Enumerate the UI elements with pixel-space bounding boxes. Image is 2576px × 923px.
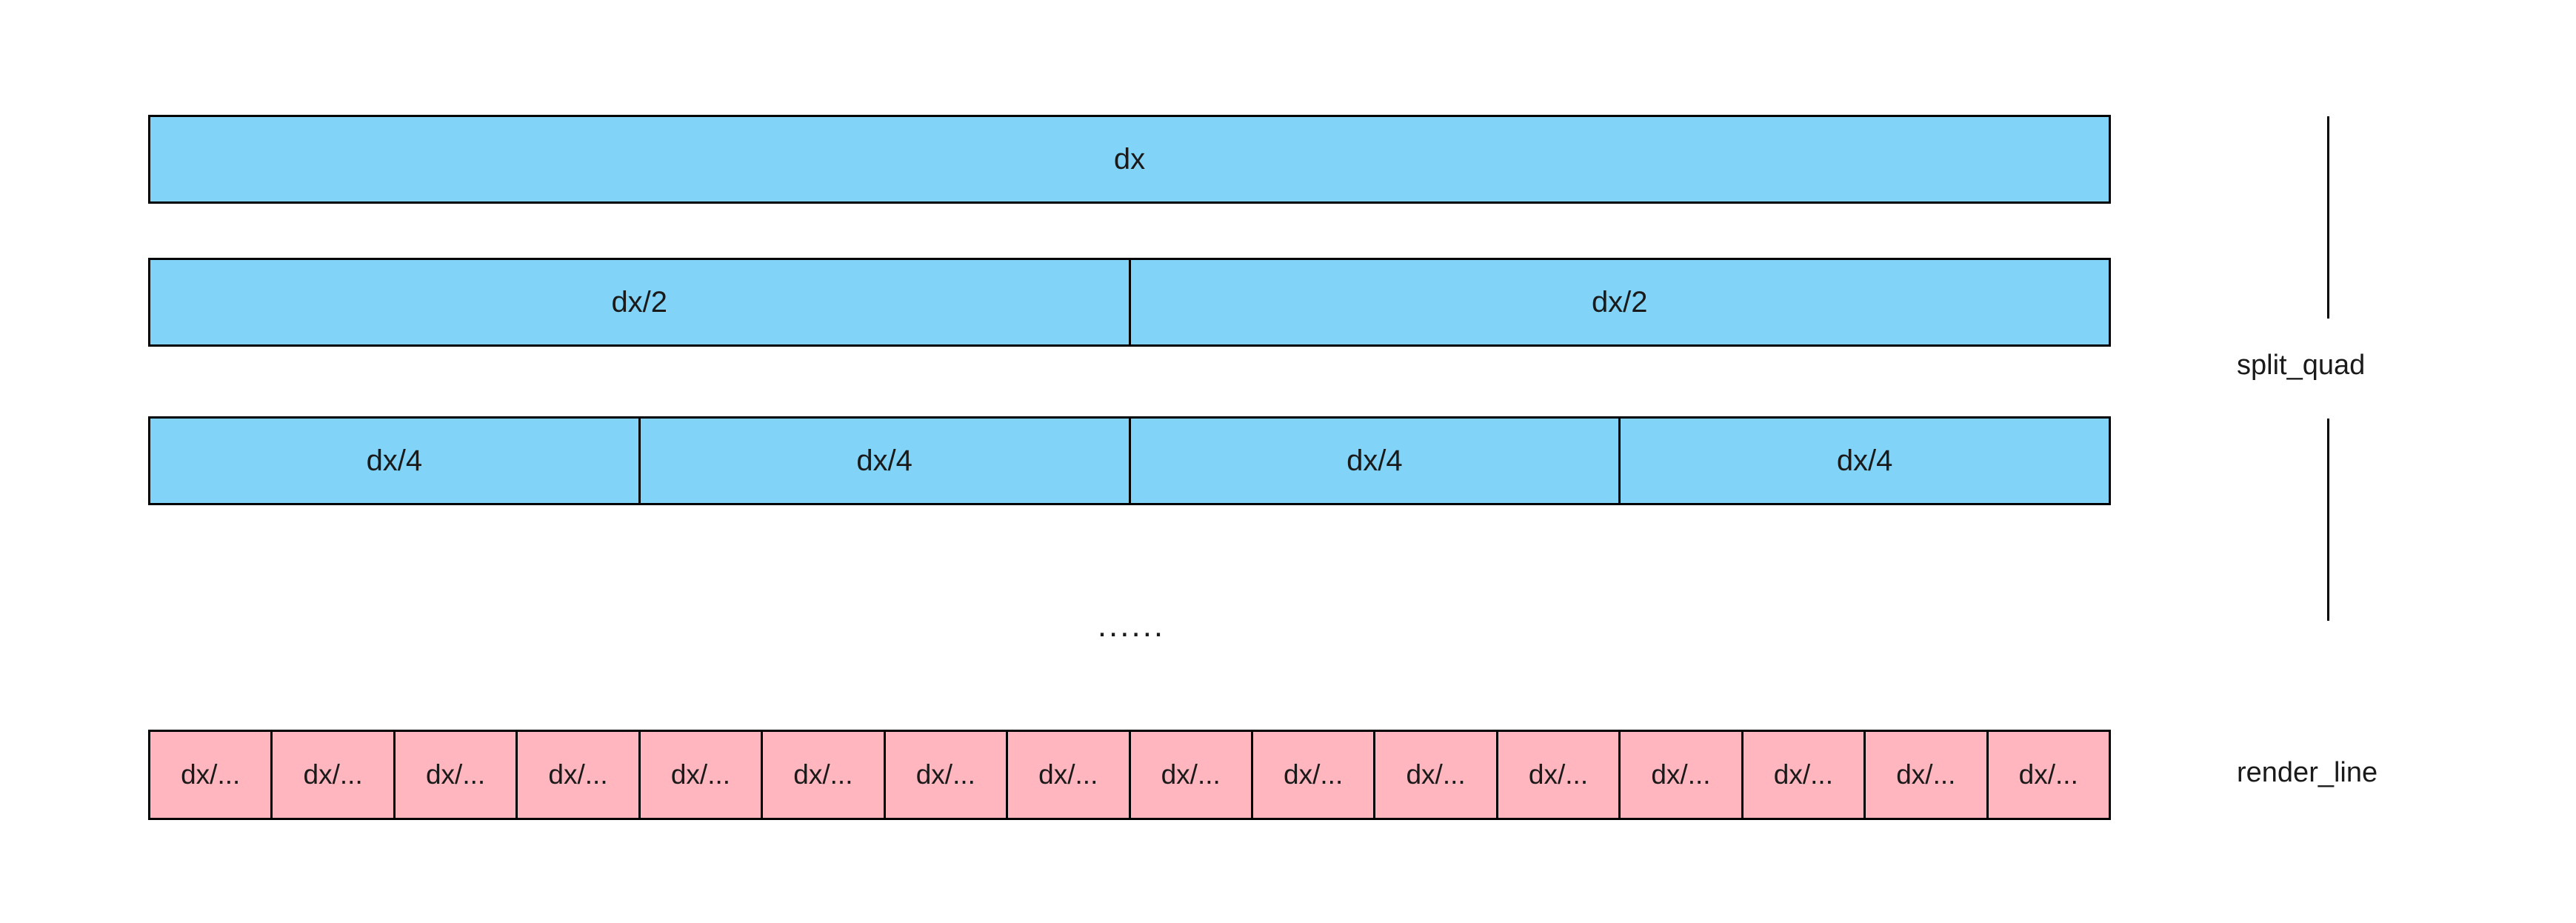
segment-cell: dx/... — [393, 732, 515, 818]
stage-label-split-quad: split_quad — [2237, 350, 2366, 381]
split-quad-bracket-upper — [2327, 116, 2329, 319]
segment-cell: dx/... — [638, 732, 761, 818]
segment-cell: dx/... — [1250, 732, 1373, 818]
segment-cell: dx/2 — [611, 285, 668, 319]
segment-cell: dx/... — [1863, 732, 1986, 818]
segment-cell: dx/4 — [366, 444, 423, 477]
subdivision-row-level-n: dx/...dx/...dx/...dx/...dx/...dx/...dx/.… — [148, 730, 2111, 820]
segment-cell: dx/... — [761, 732, 883, 818]
split-quad-bracket-lower — [2327, 419, 2329, 621]
segment-cell: dx/... — [883, 732, 1006, 818]
segment-cell: dx — [1113, 142, 1146, 176]
segment-cell: dx/4 — [638, 419, 1129, 503]
segment-cell: dx/2 — [1128, 260, 2109, 344]
segment-cell: dx/4 — [1618, 419, 2109, 503]
segment-cell: dx/... — [270, 732, 393, 818]
subdivision-row-level-0: dx — [148, 115, 2111, 204]
subdivision-row-level-1: dx/2 dx/2 — [148, 258, 2111, 347]
segment-cell: dx/... — [1986, 732, 2109, 818]
segment-cell: dx/... — [1741, 732, 1863, 818]
stage-label-render-line: render_line — [2237, 757, 2378, 788]
segment-cell: dx/... — [181, 759, 241, 790]
segment-cell: dx/... — [1373, 732, 1495, 818]
segment-cell: dx/... — [1006, 732, 1128, 818]
segment-cell: dx/... — [1618, 732, 1741, 818]
segment-cell: dx/... — [1128, 732, 1251, 818]
segment-cell: dx/... — [1495, 732, 1618, 818]
segment-cell: dx/4 — [1128, 419, 1619, 503]
segment-cell: dx/... — [515, 732, 638, 818]
ellipsis-continuation: ...... — [1097, 607, 1166, 644]
